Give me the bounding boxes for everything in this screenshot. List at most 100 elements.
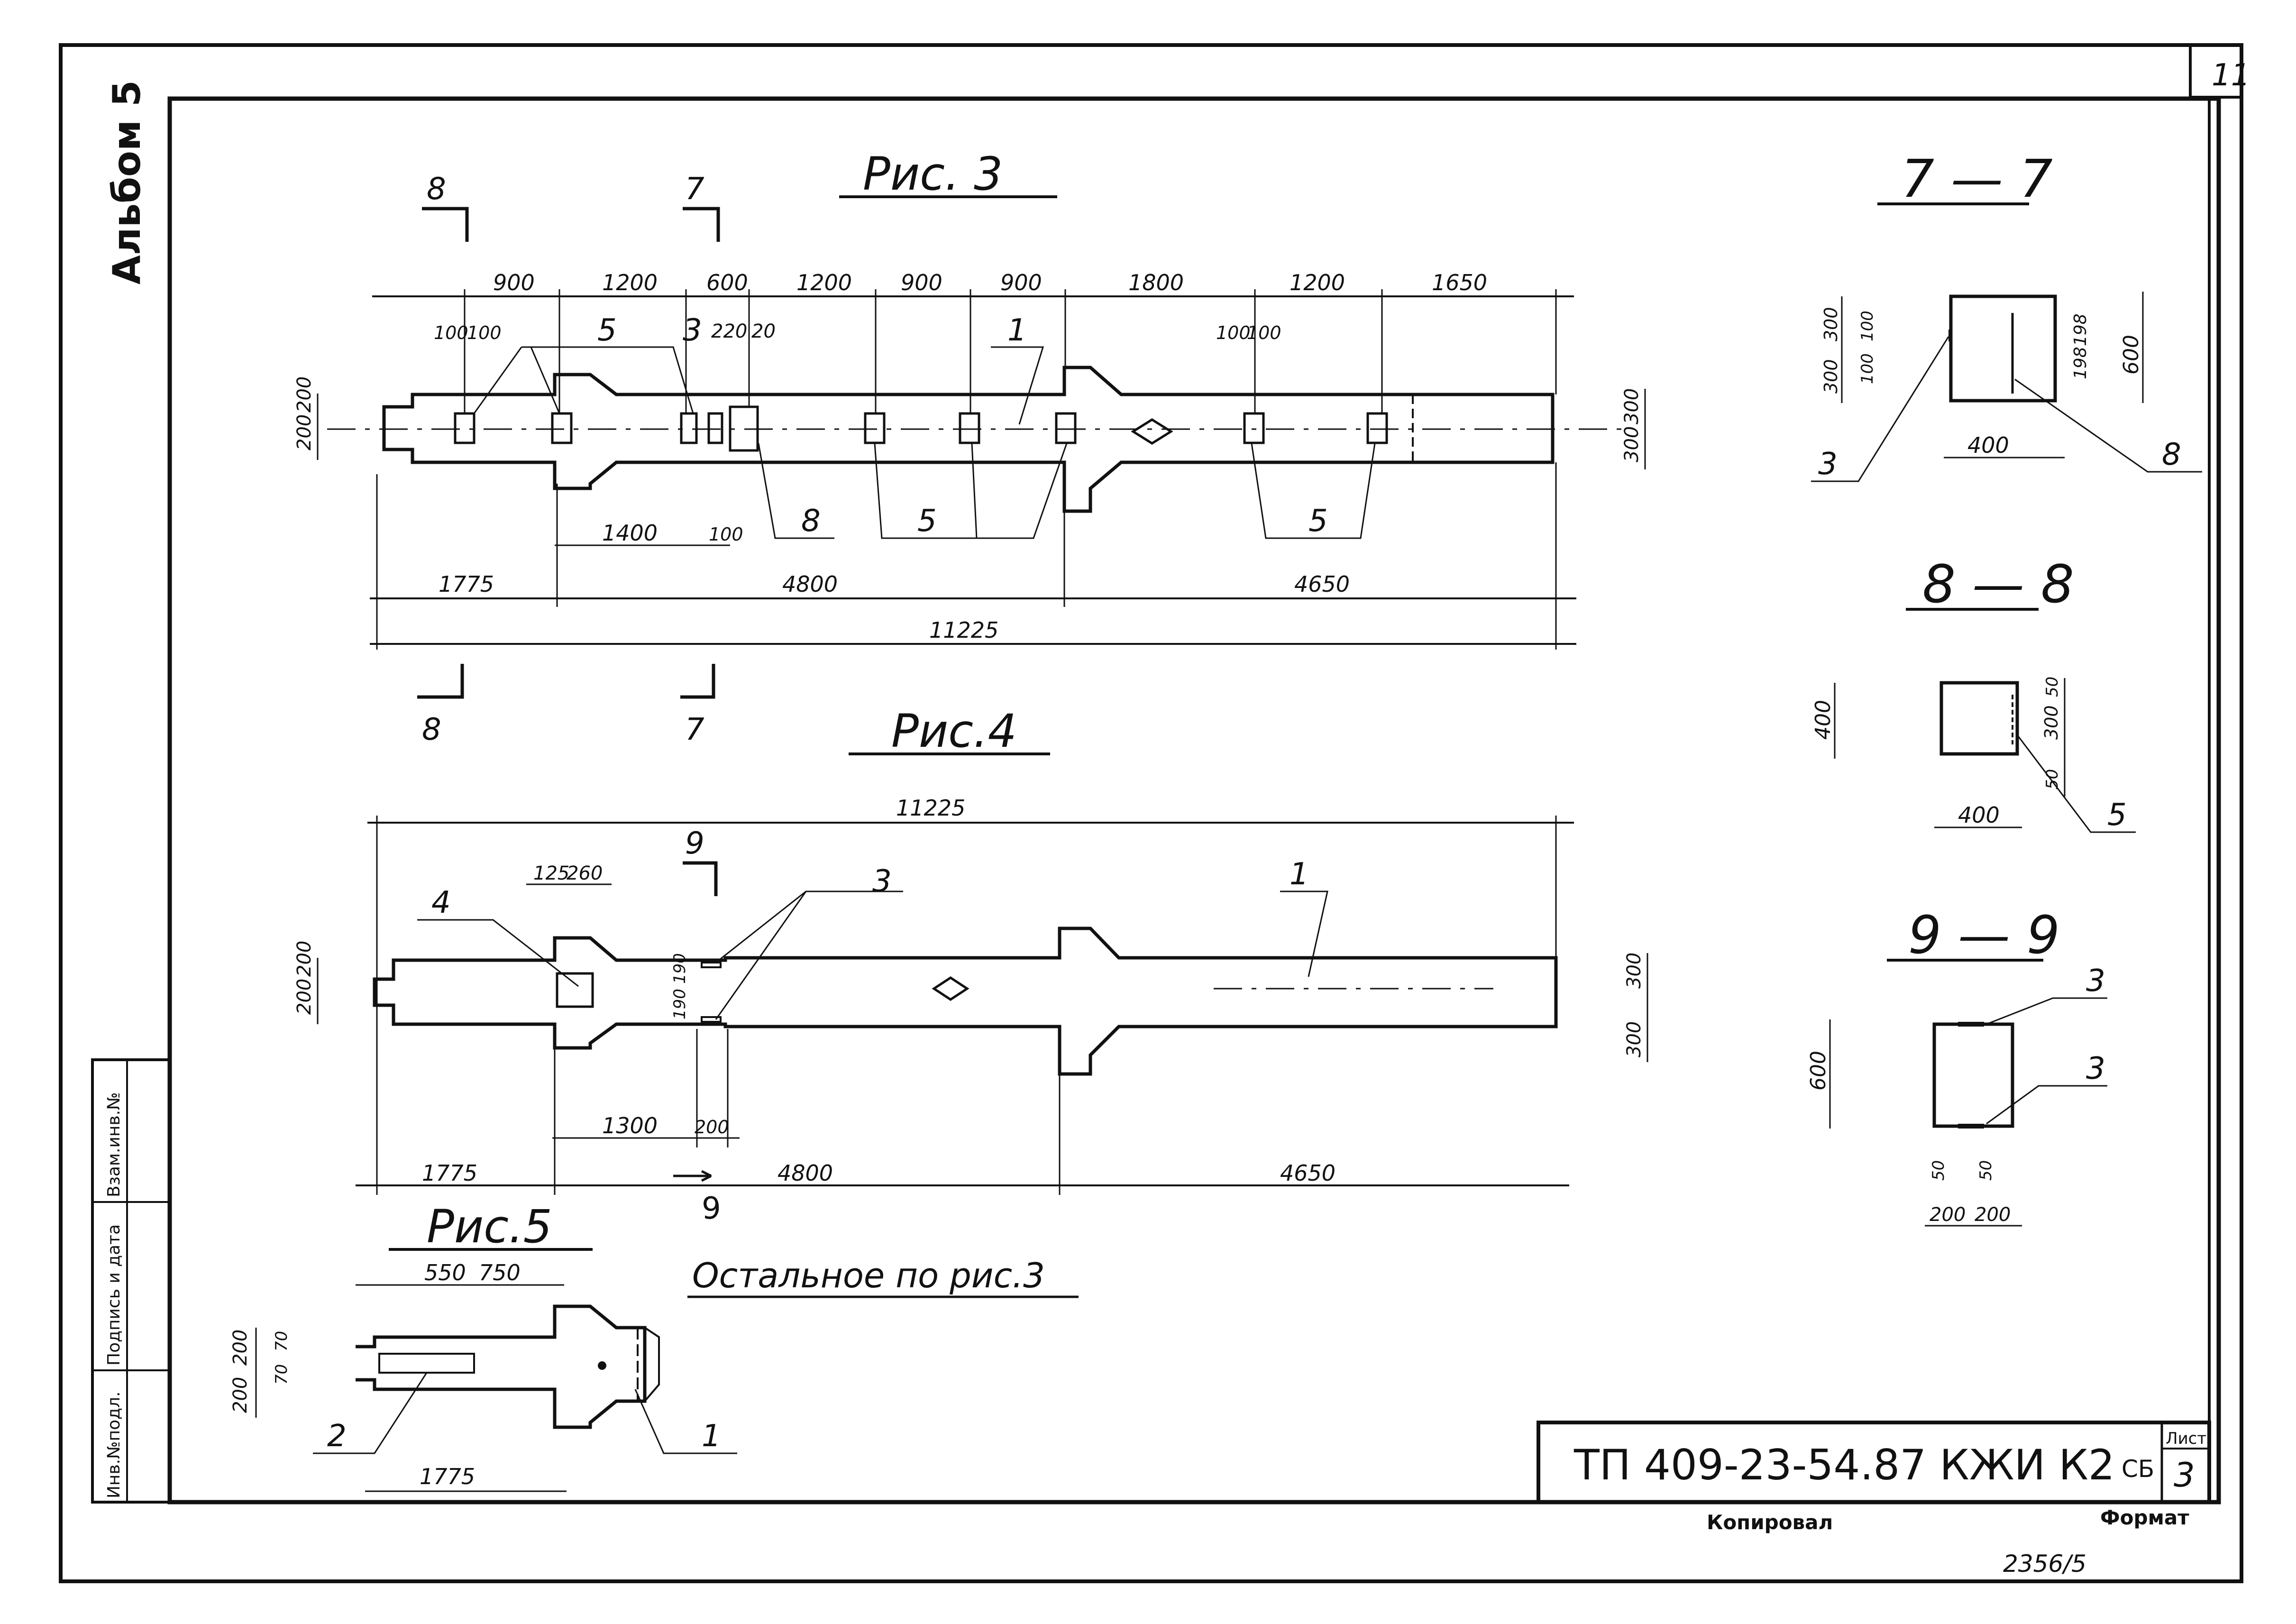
fig3-dim-1400: 1400 [602, 520, 658, 546]
sec77-callout-8: 8 [2162, 437, 2181, 472]
fig3-callout-5c: 5 [1308, 504, 1328, 539]
sec77-dim-300b: 300 [1820, 359, 1841, 394]
fig5-callout-2: 2 [327, 1419, 347, 1454]
fig4-cut-9: 9 [685, 826, 704, 861]
fig3-dim-1800: 1800 [1128, 270, 1184, 295]
fig4-dim-1300: 1300 [602, 1113, 658, 1138]
fig3-left-200b: 200 [293, 376, 315, 413]
fig4-cut-9-bottom: 9 [702, 1191, 721, 1226]
fig3-cut-7-top: 7 [685, 172, 704, 207]
title-block: ТП 409-23-54.87 КЖИ К2 СБ Лист 3 [1537, 1421, 2211, 1504]
section-9-9: 9 — 9 600 50 50 200 200 3 3 [1806, 905, 2107, 1227]
sec77-title: 7 — 7 [1901, 148, 2053, 209]
fig4-seg-1775: 1775 [422, 1160, 477, 1186]
fig5-left-200b: 200 [229, 1330, 251, 1366]
fig3-dim-1650: 1650 [1432, 270, 1487, 295]
sec77-dim-300a: 300 [1820, 307, 1841, 341]
fig3-dim-1200-c: 1200 [1290, 270, 1345, 295]
sheet-label: Лист [2166, 1429, 2206, 1448]
sec88-dim-400h: 400 [1958, 802, 2000, 828]
fig3-dim-100-e: 100 [709, 524, 743, 545]
fig3-total: 11225 [929, 617, 998, 643]
fig4-dim-200: 200 [695, 1117, 729, 1138]
fig3-dim-900-b: 900 [901, 270, 942, 295]
fig4-right-300a: 300 [1623, 953, 1645, 989]
page-number: 11 [2212, 58, 2250, 93]
fig4-callout-4: 4 [431, 885, 451, 920]
figure-4: Рис.4 11225 125 260 9 4 3 1 200 200 190 … [293, 705, 1648, 1226]
fig3-callout-3: 3 [683, 313, 702, 348]
sec99-dim-600: 600 [1806, 1051, 1830, 1091]
doc-code: ТП 409-23-54.87 КЖИ К2 [1573, 1440, 2115, 1489]
fig4-mid-190b: 190 [670, 953, 689, 984]
note-rest-per-fig3: Остальное по рис.3 [692, 1256, 1045, 1295]
fig5-dim-550: 550 [424, 1260, 466, 1285]
fig3-cut-8-bottom: 8 [422, 712, 441, 747]
fig3-dim-600: 600 [706, 270, 748, 295]
page-number-box [2189, 45, 2241, 99]
fig3-dim-900-c: 900 [1000, 270, 1042, 295]
sec88-dim-300: 300 [2041, 705, 2062, 740]
sec77-callout-3: 3 [1818, 447, 1838, 482]
fig3-dim-220: 220 [711, 321, 747, 342]
fig4-dim-260: 260 [567, 862, 603, 884]
stamp-vzam: Взам.инв.№ [104, 1092, 124, 1197]
sheet-number: 3 [2174, 1456, 2195, 1495]
fig5-left-200a: 200 [229, 1377, 251, 1413]
fig3-seg-4650: 4650 [1294, 571, 1350, 597]
fig5-dim-1775: 1775 [420, 1464, 475, 1489]
sec99-dim-200a: 200 [1930, 1204, 1966, 1226]
fig3-callout-8: 8 [801, 504, 821, 539]
fig4-seg-4800: 4800 [778, 1160, 833, 1186]
sec99-dim-50b: 50 [1976, 1160, 1995, 1181]
stamp-inv-podl: Инв.№подл. [104, 1392, 124, 1498]
section-8-8: 8 — 8 400 50 300 50 400 5 [1811, 554, 2136, 833]
fig4-callout-1: 1 [1290, 857, 1309, 892]
sec77-dim-198b: 198 [2071, 313, 2090, 346]
sec88-dim-400v: 400 [1811, 700, 1835, 740]
fig5-callout-1: 1 [702, 1419, 721, 1454]
format-label: Формат [2100, 1506, 2189, 1529]
doc-mark: СБ [2122, 1455, 2154, 1483]
sec77-dim-198a: 198 [2071, 347, 2090, 379]
stamp-podpis: Подпись и дата [104, 1224, 124, 1366]
copied-label: Копировал [1707, 1511, 1833, 1534]
fig4-mid-190a: 190 [670, 989, 689, 1019]
sec77-dim-100b: 100 [1858, 353, 1877, 384]
fig3-column-outline [382, 366, 1555, 513]
fig4-title: Рис.4 [891, 705, 1017, 758]
fig3-left-200a: 200 [293, 414, 315, 450]
fig4-seg-4650: 4650 [1280, 1160, 1336, 1186]
fig4-column-outline [373, 927, 1558, 1076]
fig3-callout-5b: 5 [917, 504, 937, 539]
sec88-callout-5: 5 [2107, 798, 2127, 833]
sec88-dim-50a: 50 [2043, 677, 2062, 697]
fig3-title: Рис. 3 [863, 147, 1003, 201]
fig3-dim-100-b: 100 [467, 322, 502, 343]
fig3-dim-1200-b: 1200 [796, 270, 852, 295]
fig3-dim-900-a: 900 [493, 270, 535, 295]
fig3-right-300a: 300 [1621, 426, 1643, 462]
fig4-callout-3: 3 [872, 864, 892, 899]
outer-frame [59, 43, 2243, 1583]
fig3-cut-8-top: 8 [427, 172, 446, 207]
sec99-dim-50a: 50 [1929, 1160, 1948, 1181]
sec88-title: 8 — 8 [1922, 554, 2074, 615]
fig3-dim-100-c: 100 [1216, 322, 1251, 343]
fig3-dim-20: 20 [751, 321, 776, 342]
sec77-dim-400: 400 [1967, 432, 2009, 458]
fig4-total: 11225 [896, 795, 965, 821]
fig5-left-70b: 70 [272, 1331, 291, 1351]
fig4-left-200a: 200 [293, 979, 315, 1015]
fig3-callout-1: 1 [1007, 313, 1027, 348]
sec99-callout-3a: 3 [2086, 963, 2105, 999]
section-7-7: 7 — 7 300 300 100 100 198 198 600 400 3 … [1811, 148, 2202, 482]
fig5-dim-750: 750 [479, 1260, 521, 1285]
fig3-right-300b: 300 [1621, 388, 1643, 424]
sec77-dim-100a: 100 [1858, 311, 1877, 341]
fig4-left-200b: 200 [293, 941, 315, 977]
fig5-left-70a: 70 [272, 1364, 291, 1385]
fig3-seg-4800: 4800 [782, 571, 838, 597]
fig3-dim-100-a: 100 [434, 322, 468, 343]
